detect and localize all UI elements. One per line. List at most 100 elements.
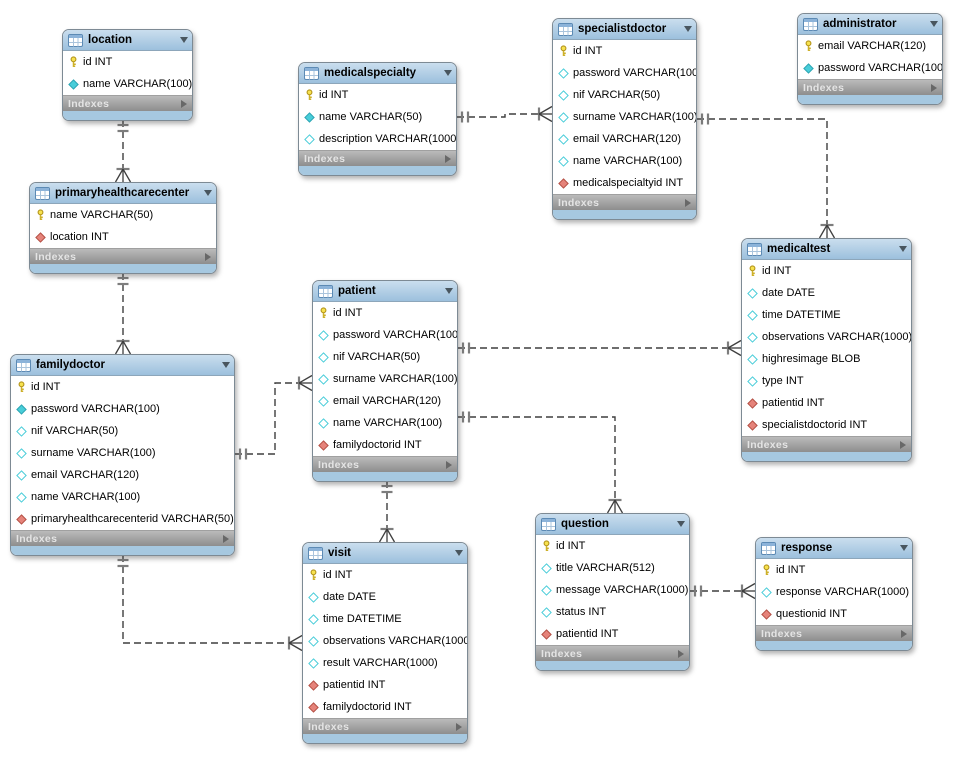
column-row[interactable]: response VARCHAR(1000): [756, 581, 912, 603]
relationship-location-primaryhealthcarecenter[interactable]: [114, 120, 132, 183]
column-row[interactable]: familydoctorid INT: [313, 434, 457, 456]
column-row[interactable]: name VARCHAR(100): [63, 73, 192, 95]
collapse-triangle-icon[interactable]: [445, 288, 453, 294]
indexes-footer[interactable]: Indexes: [11, 530, 234, 546]
table-header[interactable]: specialistdoctor: [553, 19, 696, 40]
column-row[interactable]: familydoctorid INT: [303, 696, 467, 718]
table-header[interactable]: medicaltest: [742, 239, 911, 260]
collapse-triangle-icon[interactable]: [684, 26, 692, 32]
column-row[interactable]: result VARCHAR(1000): [303, 652, 467, 674]
table-header[interactable]: administrator: [798, 14, 942, 35]
column-row[interactable]: patientid INT: [536, 623, 689, 645]
relationship-familydoctor-patient[interactable]: [235, 374, 313, 460]
table-header[interactable]: visit: [303, 543, 467, 564]
column-row[interactable]: description VARCHAR(1000): [299, 128, 456, 150]
column-row[interactable]: email VARCHAR(120): [553, 128, 696, 150]
column-row[interactable]: observations VARCHAR(1000): [742, 326, 911, 348]
collapse-triangle-icon[interactable]: [677, 521, 685, 527]
table-header[interactable]: patient: [313, 281, 457, 302]
column-row[interactable]: password VARCHAR(100): [553, 62, 696, 84]
collapse-triangle-icon[interactable]: [455, 550, 463, 556]
column-row[interactable]: surname VARCHAR(100): [313, 368, 457, 390]
column-row[interactable]: id INT: [536, 535, 689, 557]
indexes-footer[interactable]: Indexes: [313, 456, 457, 472]
collapse-triangle-icon[interactable]: [899, 246, 907, 252]
column-row[interactable]: questionid INT: [756, 603, 912, 625]
column-row[interactable]: medicalspecialtyid INT: [553, 172, 696, 194]
column-row[interactable]: nif VARCHAR(50): [553, 84, 696, 106]
column-row[interactable]: email VARCHAR(120): [798, 35, 942, 57]
column-row[interactable]: title VARCHAR(512): [536, 557, 689, 579]
column-row[interactable]: specialistdoctorid INT: [742, 414, 911, 436]
column-row[interactable]: email VARCHAR(120): [11, 464, 234, 486]
column-row[interactable]: location INT: [30, 226, 216, 248]
column-row[interactable]: surname VARCHAR(100): [553, 106, 696, 128]
relationship-question-response[interactable]: [690, 582, 756, 600]
column-row[interactable]: email VARCHAR(120): [313, 390, 457, 412]
collapse-triangle-icon[interactable]: [222, 362, 230, 368]
column-row[interactable]: patientid INT: [742, 392, 911, 414]
column-row[interactable]: name VARCHAR(50): [30, 204, 216, 226]
column-row[interactable]: id INT: [299, 84, 456, 106]
column-row[interactable]: id INT: [63, 51, 192, 73]
collapse-triangle-icon[interactable]: [180, 37, 188, 43]
relationship-patient-question[interactable]: [458, 411, 624, 514]
column-row[interactable]: message VARCHAR(1000): [536, 579, 689, 601]
indexes-footer[interactable]: Indexes: [303, 718, 467, 734]
table-header[interactable]: primaryhealthcarecenter: [30, 183, 216, 204]
column-row[interactable]: name VARCHAR(100): [313, 412, 457, 434]
table-header[interactable]: location: [63, 30, 192, 51]
column-row[interactable]: date DATE: [742, 282, 911, 304]
collapse-triangle-icon[interactable]: [900, 545, 908, 551]
table-header[interactable]: familydoctor: [11, 355, 234, 376]
relationship-medicalspecialty-specialistdoctor[interactable]: [457, 105, 553, 123]
column-row[interactable]: id INT: [553, 40, 696, 62]
column-row[interactable]: nif VARCHAR(50): [11, 420, 234, 442]
column-row[interactable]: password VARCHAR(100): [798, 57, 942, 79]
relationship-patient-visit[interactable]: [378, 481, 396, 543]
indexes-footer[interactable]: Indexes: [798, 79, 942, 95]
column-row[interactable]: type INT: [742, 370, 911, 392]
indexes-footer[interactable]: Indexes: [742, 436, 911, 452]
indexes-footer[interactable]: Indexes: [30, 248, 216, 264]
column-row[interactable]: id INT: [756, 559, 912, 581]
collapse-triangle-icon[interactable]: [444, 70, 452, 76]
relationship-patient-medicaltest[interactable]: [458, 339, 742, 357]
column-row[interactable]: status INT: [536, 601, 689, 623]
table-header[interactable]: response: [756, 538, 912, 559]
indexes-footer[interactable]: Indexes: [299, 150, 456, 166]
column-row[interactable]: id INT: [313, 302, 457, 324]
column-row[interactable]: time DATETIME: [742, 304, 911, 326]
column-row[interactable]: id INT: [11, 376, 234, 398]
table-header[interactable]: question: [536, 514, 689, 535]
indexes-footer[interactable]: Indexes: [756, 625, 912, 641]
indexes-footer[interactable]: Indexes: [553, 194, 696, 210]
column-row[interactable]: primaryhealthcarecenterid VARCHAR(50): [11, 508, 234, 530]
column-row[interactable]: observations VARCHAR(1000): [303, 630, 467, 652]
column-row[interactable]: name VARCHAR(50): [299, 106, 456, 128]
collapse-triangle-icon[interactable]: [930, 21, 938, 27]
column-row[interactable]: name VARCHAR(100): [11, 486, 234, 508]
relationship-specialistdoctor-medicaltest[interactable]: [697, 113, 836, 239]
column-row[interactable]: time DATETIME: [303, 608, 467, 630]
column-row[interactable]: surname VARCHAR(100): [11, 442, 234, 464]
column-row[interactable]: name VARCHAR(100): [553, 150, 696, 172]
table-header[interactable]: medicalspecialty: [299, 63, 456, 84]
column-row[interactable]: id INT: [303, 564, 467, 586]
column-row[interactable]: password VARCHAR(100): [11, 398, 234, 420]
column-row[interactable]: id INT: [742, 260, 911, 282]
column-row[interactable]: nif VARCHAR(50): [313, 346, 457, 368]
column-row[interactable]: password VARCHAR(100): [313, 324, 457, 346]
relationship-primaryhealthcarecenter-familydoctor[interactable]: [114, 273, 132, 355]
